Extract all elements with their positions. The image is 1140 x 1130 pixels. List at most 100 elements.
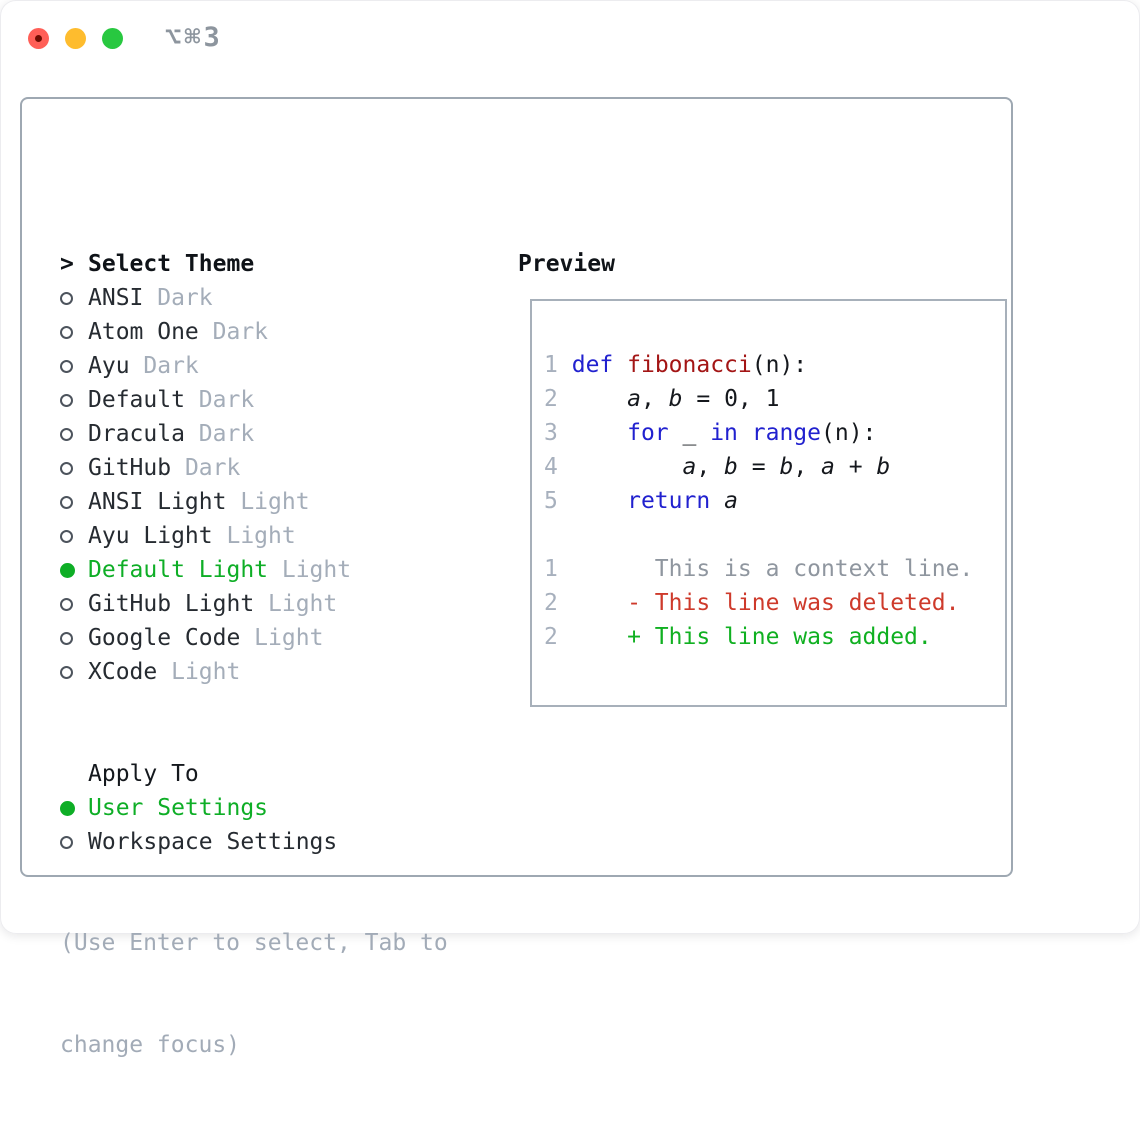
select-theme-header: > Select Theme [60, 247, 351, 281]
theme-name: Default [88, 387, 185, 413]
theme-variant: Dark [184, 421, 255, 447]
radio-dot [60, 597, 73, 611]
theme-option[interactable]: Ayu Light Light [60, 519, 351, 553]
radio-dot [60, 631, 73, 645]
theme-variant: Light [212, 523, 296, 549]
code-segment [613, 352, 627, 378]
code-segment [558, 454, 683, 480]
theme-option[interactable]: Ayu Dark [60, 349, 351, 383]
radio-icon [60, 485, 88, 519]
theme-option[interactable]: XCode Light [60, 655, 351, 689]
theme-name: Ayu [88, 353, 130, 379]
apply-to-header-label: Apply To [88, 761, 199, 787]
focus-caret-icon: > [60, 251, 74, 277]
line-number: 5 [544, 488, 558, 514]
apply-option[interactable]: User Settings [60, 791, 351, 825]
code-segment: return [627, 488, 711, 514]
code-line: 4 a, b = b, a + b [544, 450, 1005, 484]
radio-dot [60, 529, 73, 543]
theme-variant: Dark [171, 455, 241, 481]
theme-option[interactable]: GitHub Dark [60, 451, 351, 485]
radio-icon [60, 315, 88, 349]
code-segment [558, 590, 627, 616]
code-segment: (n): [751, 352, 808, 378]
theme-option[interactable]: Atom One Dark [60, 315, 351, 349]
theme-option[interactable]: Dracula Dark [60, 417, 351, 451]
minimize-button[interactable] [65, 28, 86, 49]
zoom-button[interactable] [102, 28, 123, 49]
radio-dot [60, 393, 73, 407]
theme-variant: Dark [143, 285, 213, 311]
apply-to-header: Apply To [60, 757, 351, 791]
radio-dot [60, 359, 73, 373]
code-segment: = 0, 1 [682, 386, 780, 412]
radio-dot [60, 427, 73, 441]
apply-to-indent [60, 757, 88, 791]
theme-name: Atom One [88, 319, 199, 345]
radio-dot [60, 325, 73, 339]
code-segment [558, 386, 627, 412]
theme-variant: Light [240, 625, 324, 651]
radio-dot [60, 461, 73, 475]
code-segment: , [640, 386, 669, 412]
code-segment: a [724, 488, 738, 514]
close-button[interactable] [28, 28, 49, 49]
code-line: 2 a, b = 0, 1 [544, 382, 1005, 416]
radio-icon [60, 349, 88, 383]
code-segment: a [682, 454, 697, 480]
code-segment: = [737, 454, 780, 480]
theme-option[interactable]: ANSI Light Light [60, 485, 351, 519]
theme-option[interactable]: GitHub Light Light [60, 587, 351, 621]
theme-name: XCode [88, 659, 158, 685]
code-segment [558, 556, 655, 582]
code-line: 2 + This line was added. [544, 620, 1005, 654]
theme-variant: Light [157, 659, 241, 685]
theme-name: Dracula [88, 421, 185, 447]
radio-selected-icon [60, 791, 88, 825]
theme-variant: Light [254, 591, 338, 617]
radio-dot [60, 562, 75, 578]
radio-icon [60, 655, 88, 689]
radio-dot [60, 495, 73, 509]
theme-option[interactable]: Google Code Light [60, 621, 351, 655]
theme-name: Ayu Light [88, 523, 213, 549]
code-line: 3 for _ in range(n): [544, 416, 1005, 450]
radio-icon [60, 825, 88, 859]
theme-option[interactable]: ANSI Dark [60, 281, 351, 315]
radio-icon [60, 621, 88, 655]
code-segment: This is a context line. [654, 556, 974, 582]
hint-line-1: (Use Enter to select, Tab to [60, 930, 448, 956]
line-number: 2 [544, 624, 558, 650]
code-line: 5 return a [544, 484, 1005, 518]
theme-name: Google Code [88, 625, 241, 651]
code-segment [558, 420, 627, 446]
apply-option[interactable]: Workspace Settings [60, 825, 351, 859]
radio-selected-icon [60, 553, 88, 587]
apply-option-label: Workspace Settings [88, 829, 338, 855]
theme-variant: Dark [129, 353, 199, 379]
radio-icon [60, 281, 88, 315]
theme-option[interactable]: Default Dark [60, 383, 351, 417]
line-number: 2 [544, 386, 558, 412]
theme-name: GitHub Light [88, 591, 255, 617]
radio-icon [60, 383, 88, 417]
code-segment: b [876, 454, 891, 480]
theme-variant: Light [268, 557, 352, 583]
code-segment [558, 352, 572, 378]
code-segment: fibonacci [627, 352, 752, 378]
code-segment: + This line was added. [627, 624, 932, 650]
code-segment [558, 488, 627, 514]
apply-option-label: User Settings [88, 795, 269, 821]
code-segment: b [779, 454, 794, 480]
theme-option[interactable]: Default Light Light [60, 553, 351, 587]
radio-icon [60, 417, 88, 451]
hint-line-2: change focus) [60, 1032, 241, 1058]
theme-variant: Dark [184, 387, 255, 413]
code-segment: for [627, 420, 669, 446]
preview-title: Preview [518, 251, 615, 277]
line-number: 1 [544, 556, 558, 582]
